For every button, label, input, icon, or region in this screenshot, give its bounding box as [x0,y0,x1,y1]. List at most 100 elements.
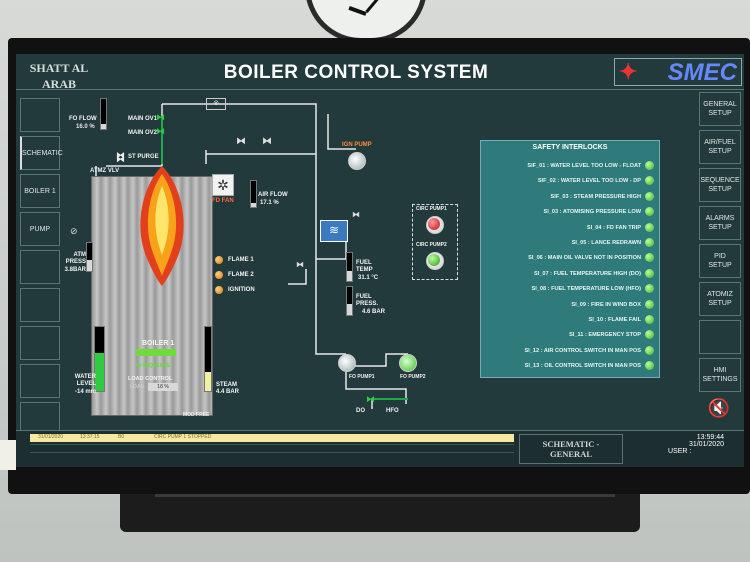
side-sticker [0,440,16,470]
main-ov1-label: MAIN OV1 [128,116,158,122]
interlock-status-icon [645,268,654,278]
clock-display: 13:59:44 31/01/2020 USER : [628,434,732,464]
circ-pump-2-icon[interactable] [426,252,444,270]
left-nav-blank-4[interactable] [20,326,60,360]
st-purge-valve-icon[interactable]: ⧓ [116,150,125,160]
fo-flow-label: FO FLOW [69,116,97,122]
fuel-temp-bar [346,252,353,282]
left-nav-blank-5[interactable] [20,364,60,398]
trip-valve-box[interactable]: ⊗ [206,98,226,110]
nav-alarms-setup-line1: ALARMS [705,215,735,222]
ign-pump-label: IGN PUMP [342,142,372,148]
circ-pump-1-icon[interactable] [426,216,444,234]
fuel-select-valve-icon[interactable]: ⧓ [366,394,375,404]
ign-pump-line [327,114,356,150]
fuel-temp-label-2: TEMP [356,267,373,273]
water-level-label-1: WATER [74,374,96,380]
left-nav-blank-2[interactable] [20,250,60,284]
fo-flow-fill [101,124,106,129]
interlock-status-icon [645,315,654,324]
alarm-row-active[interactable]: 31/01/2020 13:37:15 B0 CIRC PUMP 1 STOPP… [30,434,514,442]
flame-1-label: FLAME 1 [228,257,254,263]
interlock-item: SI_06 : MAIN OIL VALVE NOT IN POSITION [528,255,641,262]
nav-hmi-settings-line1: HMI [713,367,727,374]
nav-boiler-1[interactable]: BOILER 1 [20,174,60,208]
fan-icon[interactable]: ✲ [212,174,234,196]
interlock-item: SIF_02 : WATER LEVEL TOO LOW - DP [537,178,641,185]
circ-pump-2-label: CIRC PUMP2 [416,242,447,248]
purge-valve-2-icon[interactable]: ⧓ [262,136,272,147]
steam-bar [204,326,212,392]
interlock-status-icon [645,222,654,232]
alarm-row-empty-2[interactable] [30,452,514,460]
alarm-code: B0 [118,434,125,440]
fuel-temp-fill [347,271,352,281]
nav-alarms-setup[interactable]: ALARMS SETUP [699,206,741,240]
load-label: LOAD [130,384,145,390]
ign-pump-icon[interactable] [348,152,366,170]
fuel-press-value: 4.6 BAR [362,309,386,315]
speaker-mute-icon[interactable]: 🔇 [707,398,731,418]
interlock-item: SI_03 : ATOMISING PRESSURE LOW [543,209,642,216]
pressure-control-valve-icon[interactable]: ⧓ [296,260,304,269]
hfo-label: HFO [386,408,399,414]
atmz-valve-icon[interactable]: ⧓ [116,154,125,164]
interlock-item: SI_05 : LANCE REDRAWN [571,240,641,246]
nav-alarms-setup-line2: SETUP [708,224,732,231]
clock-hand-hour [348,5,367,16]
left-nav-blank-1[interactable] [20,98,60,132]
interlock-status-icon [645,361,654,371]
monitor-stand-slot [155,492,615,497]
flame-1-indicator [215,256,223,264]
brand-star-icon: ✦ [619,59,638,84]
interlock-status-icon [645,176,654,186]
purge-valve-1-icon[interactable]: ⧓ [236,136,246,147]
ignition-indicator [215,286,223,294]
atmz-vlv-label: ATMZ VLV [90,168,120,174]
fuel-press-bar [346,286,353,316]
atm-press-value: 3.8BAR [64,267,86,273]
nav-pump[interactable]: PUMP [20,212,60,246]
atm-press-label-1: ATM [73,252,86,258]
steam-value: 4.4 BAR [216,389,240,395]
left-nav-blank-3[interactable] [20,288,60,322]
screen-name-line2: GENERAL [549,449,593,459]
screen-name-line1: SCHEMATIC - [542,439,600,449]
nav-air-fuel-setup-line2: SETUP [708,148,732,155]
load-value[interactable]: 18 % [148,383,178,391]
ignition-label: IGNITION [228,287,255,293]
nav-sequence-setup-line2: SETUP [708,186,732,193]
nav-atomiz-setup-line1: ATOMIZ [707,291,733,298]
main-ov1-valve-icon[interactable]: ⧓ [156,112,165,122]
fo-pump-1-label: FO PUMP1 [349,374,375,380]
temp-valve-icon[interactable]: ⧓ [352,210,360,219]
page-title: BOILER CONTROL SYSTEM [223,62,489,83]
nav-hmi-settings-line2: SETTINGS [702,376,738,383]
right-nav-blank[interactable] [699,320,741,354]
air-flow-value: 17.1 % [260,200,279,206]
brand-logo: ✦ SMEC [614,58,742,86]
nav-hmi-settings[interactable]: HMI SETTINGS [699,358,741,392]
flame-2-indicator [215,271,223,279]
interlock-item: SI_04 : FD FAN TRIP [586,224,641,231]
fo-pump-1-icon[interactable] [338,354,356,372]
atm-press-label-2: PRESS [65,259,86,265]
main-ov2-valve-icon[interactable]: ⧓ [156,126,165,136]
alarm-row-empty-1[interactable] [30,444,514,452]
company-logo-line1: SHATT AL [29,61,89,75]
fo-pump-2-icon[interactable] [399,354,417,372]
circ-pump-1-status-icon [428,218,440,230]
heat-exchanger-icon[interactable]: ≋ [320,220,348,242]
interlock-item: SI_10 : FLAME FAIL [588,317,641,323]
flame-icon [140,166,184,286]
interlock-item: SI_13 : OIL CONTROL SWITCH IN MAN POS [524,363,641,370]
fuel-temp-label-1: FUEL [356,260,372,266]
nav-schematic[interactable]: SCHEMATIC [20,136,63,170]
water-level-label-2: LEVEL [76,381,96,387]
interlock-status-icon [645,330,654,340]
